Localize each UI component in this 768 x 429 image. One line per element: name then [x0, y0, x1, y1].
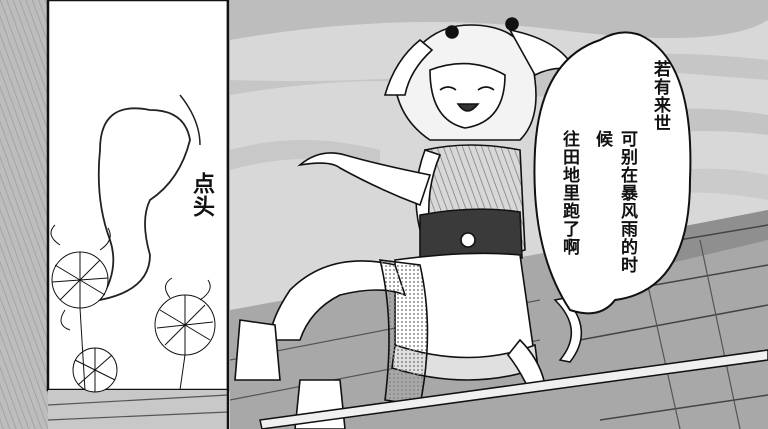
bubble-line-3: 往田地里跑了啊	[559, 130, 579, 256]
scythe-icon	[259, 297, 768, 429]
speech-bubble-shape	[533, 31, 692, 315]
spider-lily-icon	[50, 224, 216, 393]
bubble-line-2: 可别在暴风雨的时候	[592, 130, 637, 274]
wisp-motion-lines	[179, 94, 201, 146]
nod-sound-effect: 点头	[189, 172, 215, 218]
bubble-line-1: 若有来世	[650, 60, 670, 132]
spirit-wisp-icon	[97, 107, 191, 302]
speech-bubble: 若有来世 可别在暴风雨的时候 往田地里跑了啊	[559, 60, 670, 290]
girl-character	[234, 17, 577, 429]
